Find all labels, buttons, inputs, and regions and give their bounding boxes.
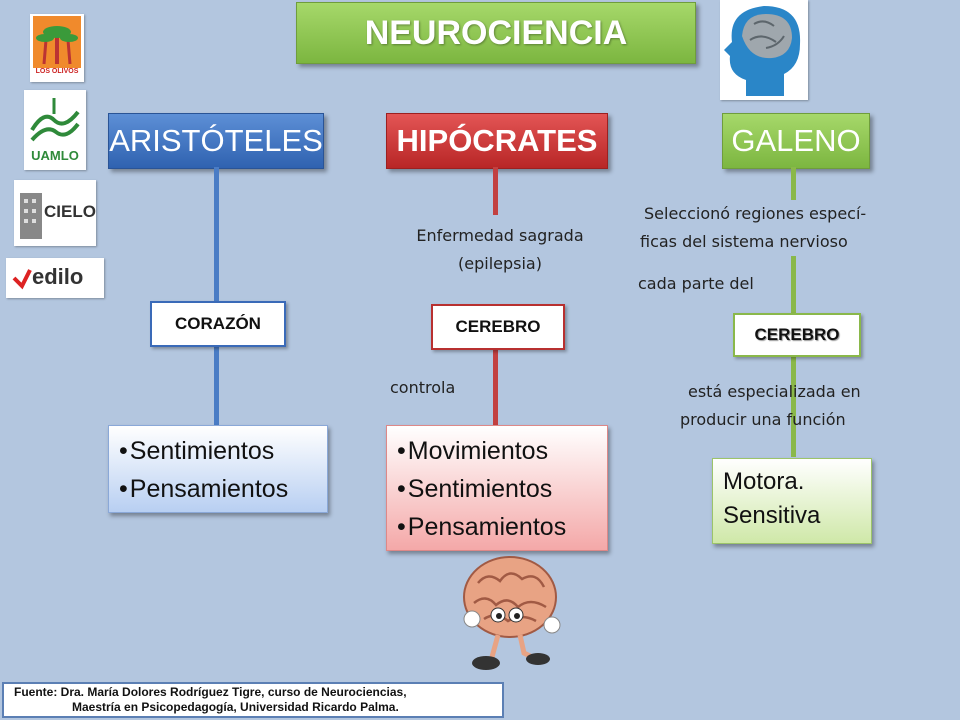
list-item: Pensamientos xyxy=(397,508,597,546)
list-item: Sentimientos xyxy=(397,470,597,508)
page-title: NEUROCIENCIA xyxy=(296,2,696,64)
organ-galeno: CEREBRO xyxy=(733,313,861,357)
header-hipocrates: HIPÓCRATES xyxy=(386,113,608,169)
organ-aristoteles: CORAZÓN xyxy=(150,301,286,347)
galeno-note-mid: está especializada en producir una funci… xyxy=(680,378,900,434)
uamlo-emblem-icon xyxy=(30,98,80,142)
galeno-note-mid-line2: producir una función xyxy=(680,410,846,429)
source-footer: Fuente: Dra. María Dolores Rodríguez Tig… xyxy=(2,682,504,718)
hipocrates-note-top-line1: Enfermedad sagrada xyxy=(416,226,584,245)
logo-cielo: CIELO xyxy=(14,180,96,246)
source-footer-line1: Fuente: Dra. María Dolores Rodríguez Tig… xyxy=(14,685,407,699)
connector-galeno-top xyxy=(791,167,796,203)
galeno-note-top-line3: cada parte del xyxy=(638,274,754,293)
logo-cielo-label: CIELO xyxy=(44,202,96,221)
list-item: Pensamientos xyxy=(119,470,317,508)
running-brain-image xyxy=(458,553,564,679)
list-hipocrates: Movimientos Sentimientos Pensamientos xyxy=(386,425,608,551)
building-icon xyxy=(20,193,42,239)
connector-galeno-mid xyxy=(791,256,796,314)
logo-uamlo: UAMLO xyxy=(24,90,86,170)
hipocrates-note-mid: controla xyxy=(390,378,456,397)
galeno-note-top-line2: ficas del sistema nervioso xyxy=(640,232,848,251)
logo-uamlo-label: UAMLO xyxy=(31,148,79,163)
connector-galeno-bottom xyxy=(791,354,796,457)
logo-edilo-label: edilo xyxy=(32,264,84,289)
connector-aristoteles-bottom xyxy=(214,346,219,426)
galeno-note-top-line1: Seleccionó regiones especí- xyxy=(644,204,867,223)
running-brain-icon xyxy=(463,556,561,670)
head-brain-icon xyxy=(724,6,801,96)
organ-hipocrates: CEREBRO xyxy=(431,304,565,350)
header-aristoteles: ARISTÓTELES xyxy=(108,113,324,169)
connector-hipocrates-top xyxy=(493,167,498,215)
hipocrates-note-top-line2: (epilepsia) xyxy=(458,254,542,273)
list-item: Movimientos xyxy=(397,432,597,470)
source-footer-line2: Maestría en Psicopedagogía, Universidad … xyxy=(72,700,399,714)
result-galeno-line1: Motora. xyxy=(723,468,805,495)
galeno-note-mid-line1: está especializada en xyxy=(688,382,861,401)
connector-hipocrates-bottom xyxy=(493,347,498,425)
logo-los-olivos: LOS OLIVOS xyxy=(30,14,84,82)
palm-tree-icon xyxy=(33,16,81,68)
header-galeno: GALENO xyxy=(722,113,870,169)
result-galeno-line2: Sensitiva xyxy=(723,502,821,529)
galeno-note-top: Seleccionó regiones especí- ficas del si… xyxy=(640,200,920,256)
list-aristoteles: Sentimientos Pensamientos xyxy=(108,425,328,513)
logo-los-olivos-label: LOS OLIVOS xyxy=(35,68,79,75)
connector-aristoteles-top xyxy=(214,167,219,302)
logo-edilo: edilo xyxy=(6,258,104,298)
hipocrates-note-top: Enfermedad sagrada (epilepsia) xyxy=(380,222,620,278)
edilo-mark-icon xyxy=(12,269,32,290)
list-item: Sentimientos xyxy=(119,432,317,470)
result-galeno: Motora. Sensitiva xyxy=(712,458,872,544)
head-brain-image xyxy=(720,0,808,100)
